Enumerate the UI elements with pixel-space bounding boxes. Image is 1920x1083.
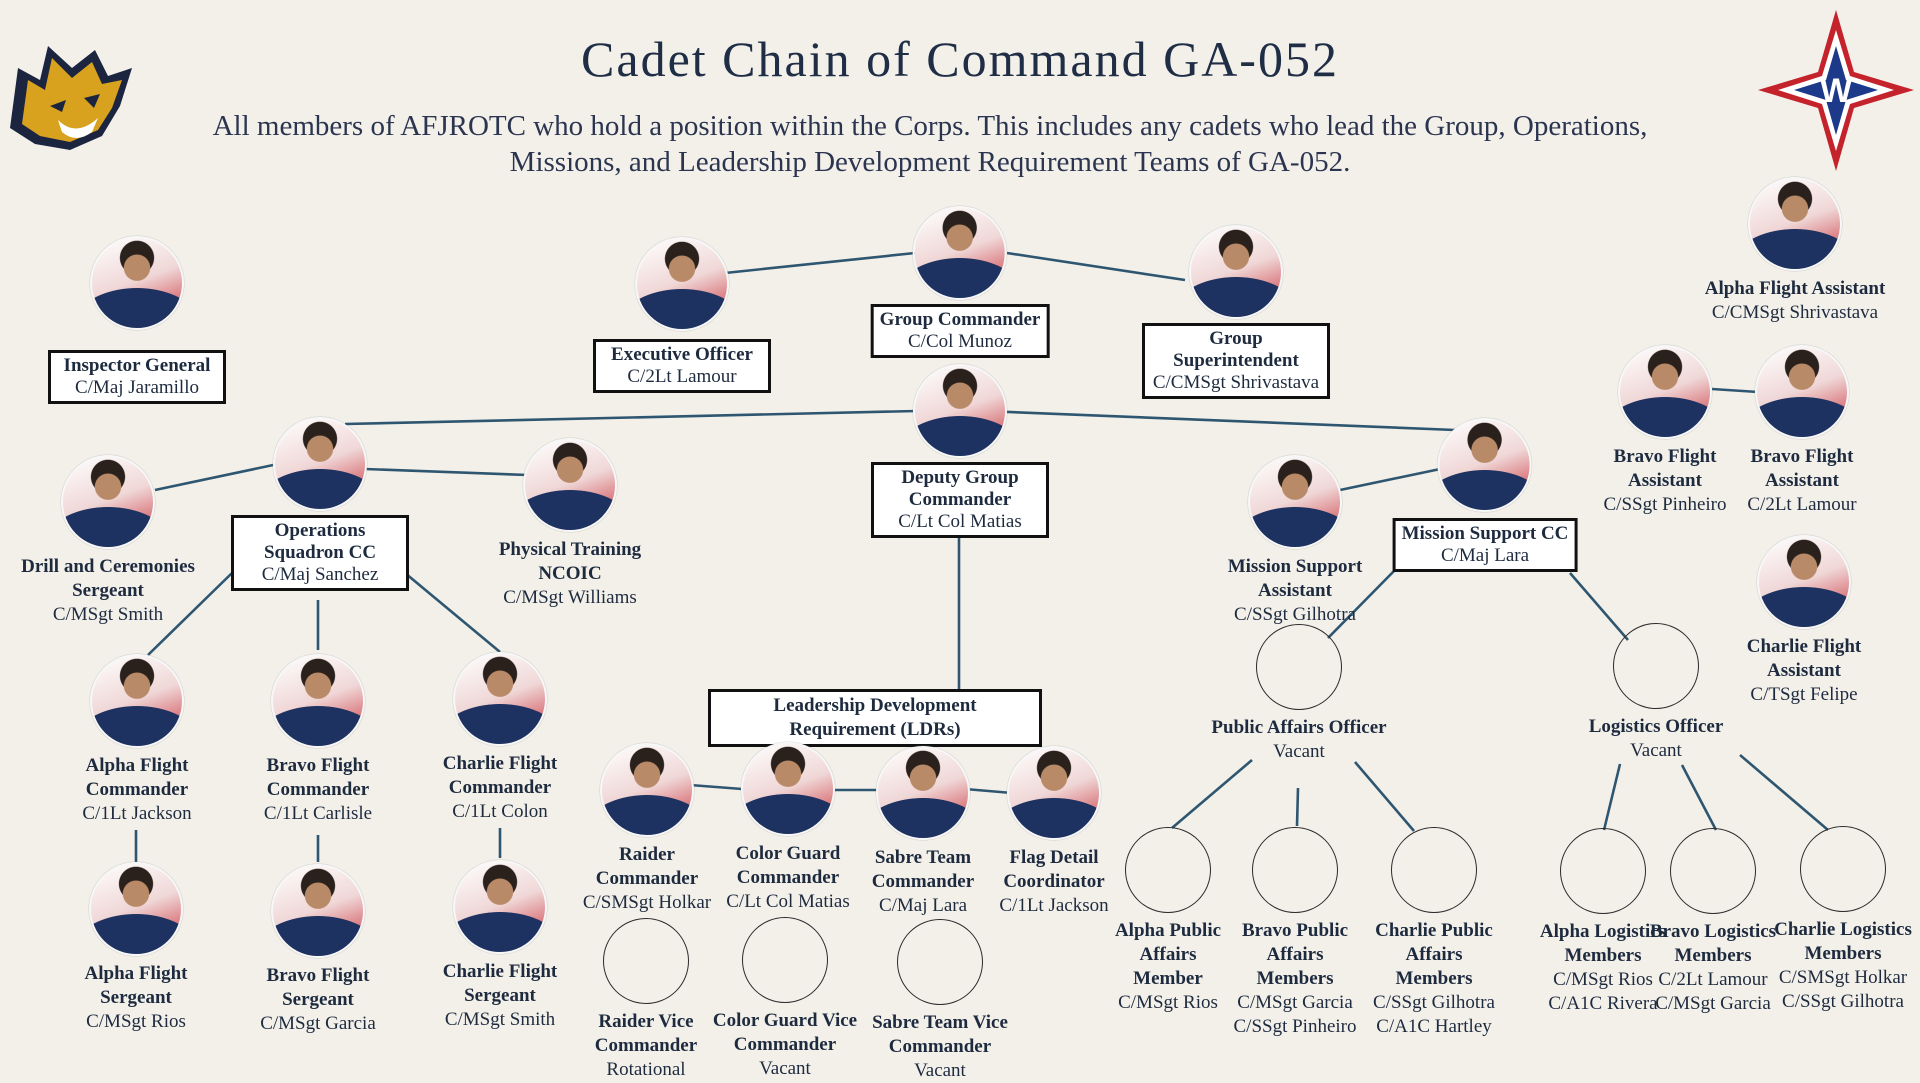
node-group-superintendent: Group Superintendent C/CMSgt Shrivastava bbox=[1142, 225, 1330, 399]
photo-avatar bbox=[741, 742, 835, 836]
connector bbox=[1602, 763, 1622, 831]
photo-avatar bbox=[273, 417, 367, 511]
connector bbox=[1354, 761, 1415, 832]
connector bbox=[147, 572, 233, 656]
node-inspector-general: Inspector General C/Maj Jaramillo bbox=[48, 236, 226, 404]
photo-avatar bbox=[90, 654, 184, 748]
connector bbox=[404, 572, 501, 653]
photo-avatar bbox=[453, 652, 547, 746]
photo-avatar bbox=[600, 743, 694, 837]
empty-photo-placeholder bbox=[1670, 828, 1756, 914]
node-alpha-flight-cc: Alpha Flight Commander C/1Lt Jackson bbox=[62, 654, 212, 826]
node-bravo-flight-assistant-2: Bravo Flight Assistant C/2Lt Lamour bbox=[1732, 345, 1872, 517]
node-charlie-flight-sgt: Charlie Flight Sergeant C/MSgt Smith bbox=[425, 860, 575, 1032]
connector bbox=[959, 408, 1456, 432]
connector bbox=[724, 251, 916, 275]
node-mission-support-cc: Mission Support CC C/Maj Lara bbox=[1392, 418, 1578, 572]
node-sabre-team-vice-commander: Sabre Team Vice Commander Vacant bbox=[860, 919, 1020, 1083]
connector bbox=[1711, 387, 1759, 394]
photo-avatar bbox=[61, 455, 155, 549]
connector bbox=[1171, 759, 1253, 829]
empty-photo-placeholder bbox=[1256, 624, 1342, 710]
node-color-guard-vice-commander: Color Guard Vice Commander Vacant bbox=[700, 917, 870, 1081]
empty-photo-placeholder bbox=[1613, 623, 1699, 709]
w-star-emblem-icon: W bbox=[1758, 10, 1914, 171]
node-bravo-public-affairs: Bravo Public Affairs Members C/MSgt Garc… bbox=[1230, 827, 1360, 1039]
connector bbox=[964, 787, 1013, 795]
page-title: Cadet Chain of Command GA-052 bbox=[581, 31, 1339, 87]
node-public-affairs-officer: Public Affairs Officer Vacant bbox=[1189, 624, 1409, 764]
ldr-header-box: Leadership Development Requirement (LDRs… bbox=[708, 689, 1042, 747]
connector bbox=[1739, 754, 1829, 831]
empty-photo-placeholder bbox=[897, 919, 983, 1005]
connector bbox=[1327, 569, 1396, 639]
connector bbox=[1339, 466, 1446, 492]
connector bbox=[344, 408, 961, 426]
node-physical-training: Physical Training NCOIC C/MSgt Williams bbox=[485, 438, 655, 610]
empty-photo-placeholder bbox=[1560, 828, 1646, 914]
node-charlie-public-affairs: Charlie Public Affairs Members C/SSgt Gi… bbox=[1369, 827, 1499, 1039]
node-charlie-flight-assistant: Charlie Flight Assistant C/TSgt Felipe bbox=[1724, 535, 1884, 707]
photo-avatar bbox=[913, 364, 1007, 458]
page-subtitle: All members of AFJROTC who hold a positi… bbox=[212, 110, 1648, 178]
connector bbox=[1569, 572, 1629, 641]
empty-photo-placeholder bbox=[1391, 827, 1477, 913]
connector bbox=[154, 462, 279, 492]
node-bravo-logistics: Bravo Logistics Members C/2Lt Lamour C/M… bbox=[1648, 828, 1778, 1016]
photo-avatar bbox=[1755, 345, 1849, 439]
node-mission-support-assistant: Mission Support Assistant C/SSgt Gilhotr… bbox=[1215, 455, 1375, 627]
photo-avatar bbox=[1248, 455, 1342, 549]
photo-avatar bbox=[523, 438, 617, 532]
photo-avatar bbox=[1437, 418, 1532, 512]
node-executive-officer: Executive Officer C/2Lt Lamour bbox=[593, 237, 771, 393]
node-bravo-flight-sgt: Bravo Flight Sergeant C/MSgt Garcia bbox=[243, 864, 393, 1036]
empty-photo-placeholder bbox=[603, 918, 689, 1004]
node-alpha-flight-sgt: Alpha Flight Sergeant C/MSgt Rios bbox=[61, 862, 211, 1034]
connector bbox=[1006, 251, 1186, 282]
empty-photo-placeholder bbox=[1125, 827, 1211, 913]
empty-photo-placeholder bbox=[1800, 826, 1886, 912]
node-alpha-flight-assistant: Alpha Flight Assistant C/CMSgt Shrivasta… bbox=[1695, 177, 1895, 325]
photo-avatar bbox=[912, 206, 1007, 300]
photo-avatar bbox=[1757, 535, 1851, 629]
photo-avatar bbox=[1007, 746, 1101, 840]
node-color-guard-commander: Color Guard Commander C/Lt Col Matias bbox=[718, 742, 858, 914]
node-drill-ceremonies: Drill and Ceremonies Sergeant C/MSgt Smi… bbox=[8, 455, 208, 627]
wildcat-mascot-icon bbox=[10, 46, 132, 150]
node-group-commander: Group Commander C/Col Munoz bbox=[870, 206, 1050, 358]
connector bbox=[364, 467, 529, 477]
node-alpha-public-affairs: Alpha Public Affairs Member C/MSgt Rios bbox=[1108, 827, 1228, 1015]
photo-avatar bbox=[1748, 177, 1842, 271]
photo-avatar bbox=[635, 237, 729, 331]
node-logistics-officer: Logistics Officer Vacant bbox=[1566, 623, 1746, 763]
node-sabre-team-commander: Sabre Team Commander C/Maj Lara bbox=[858, 746, 988, 918]
node-charlie-flight-cc: Charlie Flight Commander C/1Lt Colon bbox=[425, 652, 575, 824]
node-alpha-logistics: Alpha Logistics Members C/MSgt Rios C/A1… bbox=[1538, 828, 1668, 1016]
photo-avatar bbox=[90, 236, 184, 330]
node-flag-detail-coordinator: Flag Detail Coordinator C/1Lt Jackson bbox=[989, 746, 1119, 918]
photo-avatar bbox=[1618, 345, 1712, 439]
node-charlie-logistics: Charlie Logistics Members C/SMSgt Holkar… bbox=[1773, 826, 1913, 1014]
connector bbox=[689, 783, 743, 791]
node-bravo-flight-cc: Bravo Flight Commander C/1Lt Carlisle bbox=[243, 654, 393, 826]
node-deputy-group-commander: Deputy Group Commander C/Lt Col Matias bbox=[871, 364, 1049, 538]
emblem-letter: W bbox=[1820, 72, 1853, 110]
empty-photo-placeholder bbox=[742, 917, 828, 1003]
photo-avatar bbox=[1189, 225, 1283, 319]
node-raider-vice-commander: Raider Vice Commander Rotational bbox=[576, 918, 716, 1082]
connector bbox=[1680, 764, 1718, 831]
photo-avatar bbox=[271, 654, 365, 748]
node-bravo-flight-assistant-1: Bravo Flight Assistant C/SSgt Pinheiro bbox=[1590, 345, 1740, 517]
node-raider-commander: Raider Commander C/SMSgt Holkar bbox=[572, 743, 722, 915]
photo-avatar bbox=[876, 746, 970, 840]
photo-avatar bbox=[271, 864, 365, 958]
photo-avatar bbox=[453, 860, 547, 954]
connector bbox=[1295, 787, 1300, 827]
empty-photo-placeholder bbox=[1252, 827, 1338, 913]
node-ops-squadron-cc: Operations Squadron CC C/Maj Sanchez bbox=[231, 417, 409, 591]
photo-avatar bbox=[89, 862, 183, 956]
